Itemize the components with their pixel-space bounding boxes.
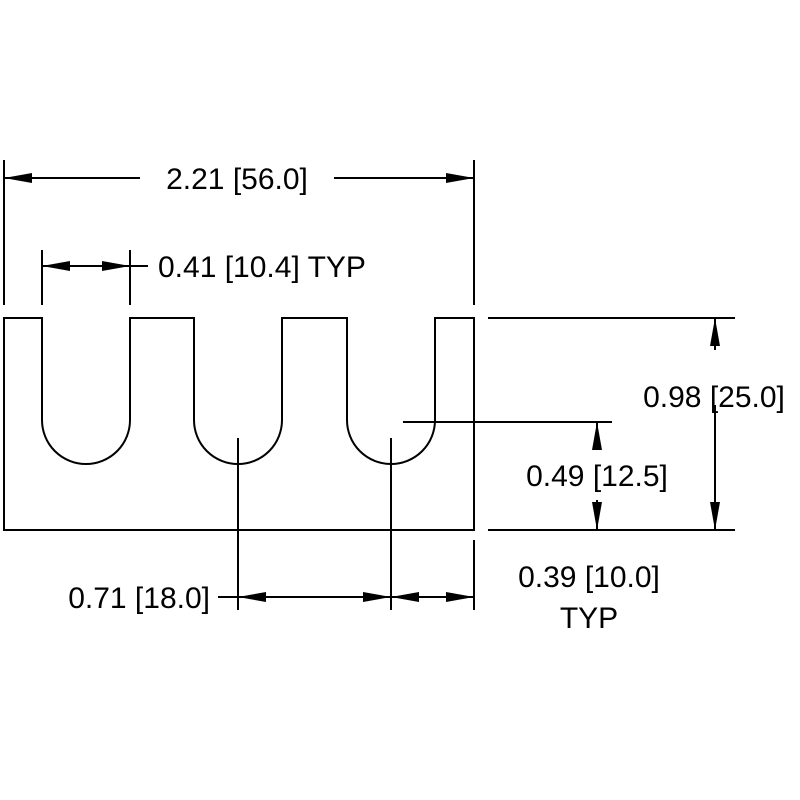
overall-width-label: 2.21 [56.0] [166,163,308,196]
slot-pitch-label: 0.71 [18.0] [68,582,210,615]
arrowhead [238,592,266,602]
arrowhead [710,318,720,346]
arrowhead [102,261,130,271]
arrowhead [446,173,474,183]
arrowhead [446,592,474,602]
overall-width-dimension: 2.21 [56.0] [3,160,475,305]
overall-height-dimension: 0.98 [25.0] [488,317,785,531]
part-outline [3,317,475,531]
end-margin-dimension: 0.39 [10.0] TYP [518,561,660,635]
arrowhead [4,173,32,183]
slot-bottom-height-dimension: 0.49 [12.5] [403,421,668,530]
slot-width-label: 0.41 [10.4] TYP [158,251,366,284]
slot-bottom-height-label: 0.49 [12.5] [526,460,668,493]
end-margin-label-line2: TYP [560,602,618,635]
slot-width-dimension: 0.41 [10.4] TYP [41,250,366,305]
arrowhead [592,422,602,450]
arrowhead [42,261,70,271]
arrowhead [710,502,720,530]
slot-pitch-dimension: 0.71 [18.0] [68,438,475,615]
arrowhead [391,592,419,602]
end-margin-label-line1: 0.39 [10.0] [518,561,660,594]
overall-height-label: 0.98 [25.0] [643,381,785,414]
arrowhead [363,592,391,602]
arrowhead [592,502,602,530]
